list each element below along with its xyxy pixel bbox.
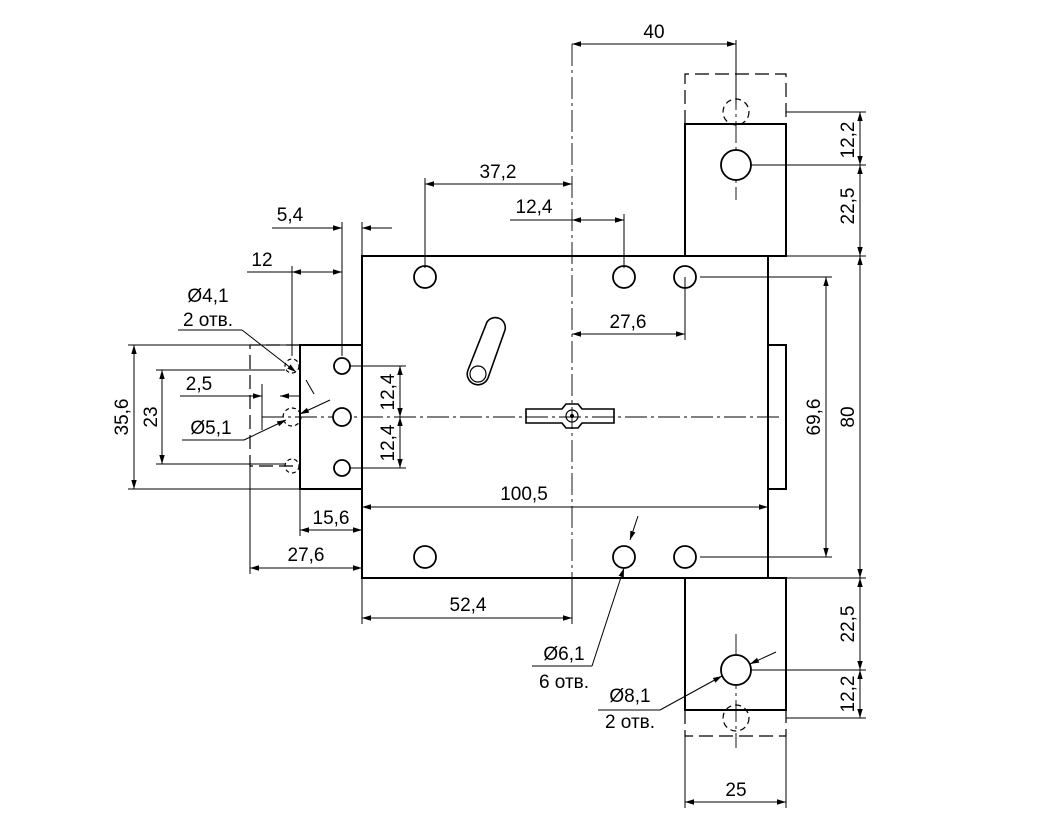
dim-12-2-bot-label: 12,2: [838, 676, 859, 713]
dim-37-2: 37,2: [424, 162, 572, 268]
hole-61-1: [413, 265, 437, 289]
hole-61-2: [612, 265, 636, 289]
callout-hole-8-1: Ø8,1 2 отв.: [598, 651, 777, 733]
dim-12-4-latch: 12,4 12,4: [350, 365, 406, 469]
dim-22-5-bot-label: 22,5: [838, 606, 859, 643]
dim-12-2-top-label: 12,2: [838, 122, 859, 159]
dim-12-label: 12: [251, 250, 272, 271]
dim-100-5-label: 100,5: [500, 484, 548, 505]
hole-latch-3: [333, 459, 351, 477]
dim-2-5-label: 2,5: [186, 374, 212, 395]
dim-5-4-label: 5,4: [277, 205, 304, 226]
dim-27-6-top: 27,6: [572, 277, 686, 340]
callout-6-1-qty: 6 отв.: [539, 672, 589, 693]
dim-27-6-left: 27,6: [249, 466, 362, 574]
dim-12-2-top: 12,2: [750, 111, 866, 166]
hole-81-top: [720, 149, 752, 181]
callout-5-1-size: Ø5,1: [190, 418, 231, 439]
dim-15-6: 15,6: [299, 489, 362, 536]
dim-40-label: 40: [643, 22, 664, 43]
callout-hole-6-1: Ø6,1 6 отв.: [532, 515, 639, 693]
dim-100-5: 100,5: [362, 484, 768, 510]
dim-40: 40: [572, 22, 737, 104]
dim-23: 23: [141, 369, 285, 465]
mounting-holes: [282, 98, 752, 732]
hole-61-4: [413, 545, 437, 569]
key-spindle: [525, 403, 615, 429]
dim-25-label: 25: [725, 780, 746, 801]
lock-body: [249, 44, 787, 748]
dim-27-6-left-label: 27,6: [288, 545, 325, 566]
hole-latch-2: [332, 407, 352, 427]
dim-22-5-top-label: 22,5: [838, 188, 859, 225]
dim-2-5: 2,5: [180, 374, 300, 430]
dim-22-5-bot: 22,5: [750, 578, 866, 671]
callout-8-1-size: Ø8,1: [609, 686, 650, 707]
dim-80: 80: [786, 256, 866, 579]
dim-25: 25: [684, 736, 787, 808]
dim-12-4-top: 12,4: [510, 197, 625, 268]
dim-52-4-label: 52,4: [450, 595, 487, 616]
callout-8-1-qty: 2 отв.: [605, 712, 655, 733]
callout-4-1-qty: 2 отв.: [183, 310, 233, 331]
callout-hole-5-1: Ø5,1: [182, 399, 331, 441]
dim-12: 12: [247, 250, 342, 356]
hole-latch-1: [333, 357, 351, 375]
dim-69-6: 69,6: [700, 276, 832, 558]
dim-15-6-label: 15,6: [313, 508, 350, 529]
dim-23-label: 23: [141, 406, 162, 427]
callout-6-1-size: Ø6,1: [543, 644, 584, 665]
callout-hole-4-1: Ø4,1 2 отв.: [178, 286, 315, 395]
dim-22-5-top: 22,5: [768, 165, 866, 257]
dim-37-2-label: 37,2: [480, 162, 517, 183]
dim-12-4-b-label: 12,4: [378, 424, 399, 461]
dim-27-6-top-label: 27,6: [610, 312, 647, 333]
dim-69-6-label: 69,6: [804, 399, 825, 436]
dim-12-4-a-label: 12,4: [378, 373, 399, 410]
hole-61-5: [612, 545, 636, 569]
dim-35-6: 35,6: [112, 344, 300, 490]
dim-12-2-bot: 12,2: [786, 670, 866, 719]
dim-5-4: 5,4: [272, 205, 392, 356]
hole-61-6: [673, 545, 697, 569]
hole-81-bot: [720, 654, 752, 686]
handle-pin: [466, 316, 507, 386]
callout-4-1-size: Ø4,1: [187, 286, 228, 307]
dim-52-4: 52,4: [361, 578, 573, 624]
dim-12-4-top-label: 12,4: [516, 197, 553, 218]
dim-35-6-label: 35,6: [112, 399, 133, 436]
dim-80-label: 80: [838, 406, 859, 427]
